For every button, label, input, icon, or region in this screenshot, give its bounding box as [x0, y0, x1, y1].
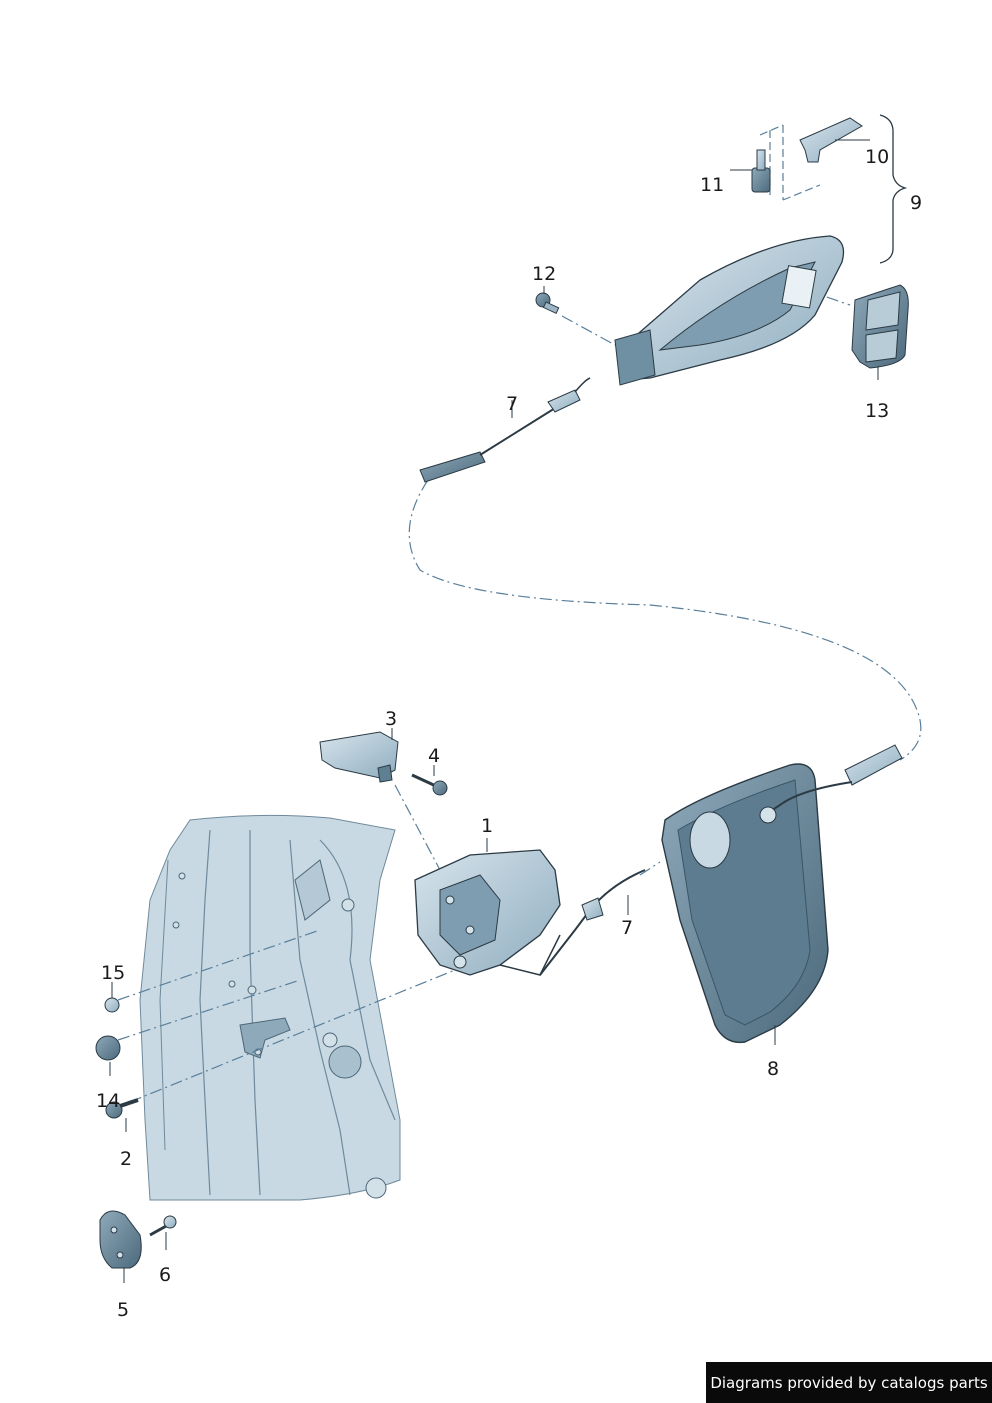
callout-13: 13: [865, 400, 890, 422]
part-1-door-lock: [414, 838, 561, 976]
callout-11: 11: [700, 174, 725, 196]
part-11-lock-pin: [730, 149, 771, 193]
bracket-group-9: [879, 114, 908, 264]
callout-6: 6: [159, 1264, 172, 1286]
part-7-cable-upper: [419, 377, 591, 483]
inner-door-handle: [614, 235, 845, 386]
part-6-screw: [149, 1215, 177, 1250]
part-13-lock-switch: [851, 284, 909, 380]
callout-4: 4: [428, 745, 441, 767]
callout-15: 15: [101, 962, 126, 984]
part-12-screw: [535, 286, 560, 315]
credit-banner: Diagrams provided by catalogs parts: [706, 1362, 992, 1403]
callout-10: 10: [865, 146, 890, 168]
callout-9: 9: [910, 192, 923, 214]
callout-7-lower: 7: [621, 917, 634, 939]
callout-2: 2: [120, 1148, 133, 1170]
part-3-bracket: [319, 728, 399, 783]
callout-5: 5: [117, 1299, 130, 1321]
part-2-screw: [105, 1098, 139, 1132]
callout-8: 8: [767, 1058, 780, 1080]
part-15-plug: [104, 982, 120, 1013]
part-8-door-cover: [661, 744, 903, 1045]
part-7-cable-lower: [539, 869, 646, 976]
part-5-striker-plate: [99, 1210, 142, 1283]
callout-1: 1: [481, 815, 494, 837]
callout-12: 12: [532, 263, 557, 285]
part-14-cap: [95, 1035, 121, 1076]
callout-7-upper: 7: [506, 393, 519, 415]
part-10-lever: [799, 117, 870, 163]
door-frame-panel: [139, 814, 401, 1201]
callout-3: 3: [385, 708, 398, 730]
part-4-screw: [411, 765, 448, 796]
callout-14: 14: [96, 1090, 121, 1112]
